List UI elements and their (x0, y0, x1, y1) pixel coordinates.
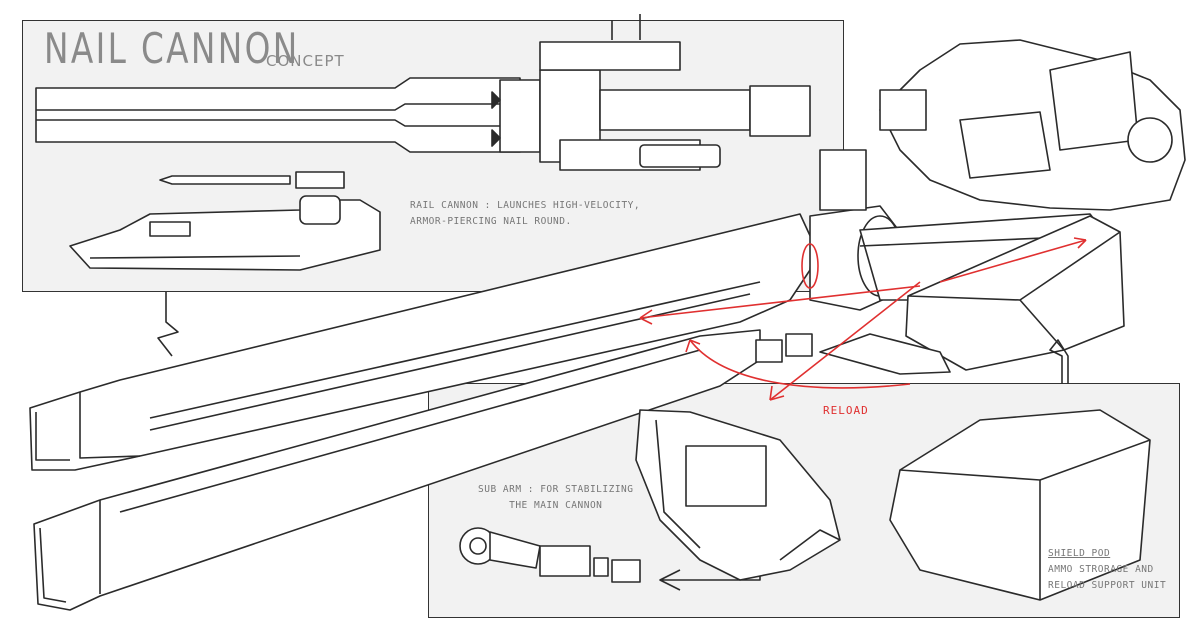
reload-label: RELOAD (823, 404, 869, 417)
rail-cannon-note: RAIL CANNON : LAUNCHES HIGH-VELOCITY, AR… (410, 198, 640, 230)
shield-pod-open (635, 409, 841, 581)
arrow-down-left (157, 292, 179, 357)
shield-pod-note-line-2: RELOAD SUPPORT UNIT (1048, 580, 1167, 591)
rail-note-line-1: RAIL CANNON : LAUNCHES HIGH-VELOCITY, (410, 200, 641, 211)
sub-arm-detail (459, 527, 641, 583)
mech-body (879, 39, 1186, 211)
rail-note-line-2: ARMOR-PIERCING NAIL ROUND. (410, 216, 572, 227)
arrow-up-right (1049, 339, 1069, 384)
sub-arm-note-line-2: THE MAIN CANNON (509, 500, 603, 511)
shield-pod (905, 215, 1125, 371)
shield-pod-note-title: SHIELD POD (1048, 548, 1111, 559)
shield-pod-note-line-1: AMMO STRORAGE AND (1048, 564, 1154, 575)
nail-round (159, 171, 345, 189)
shield-pod-note: SHIELD POD AMMO STRORAGE AND RELOAD SUPP… (1048, 546, 1166, 594)
barrel-plan-view (35, 14, 811, 171)
sub-arm-note-line-1: SUB ARM : FOR STABILIZING (478, 484, 634, 495)
sub-arm-under (755, 333, 951, 375)
sheet-title: NAIL CANNON (44, 24, 300, 73)
sheet-subtitle: CONCEPT (266, 52, 345, 70)
main-barrel-upper (29, 213, 813, 471)
reload-annotations (639, 237, 1087, 401)
sub-arm-note: SUB ARM : FOR STABILIZING THE MAIN CANNO… (478, 482, 634, 514)
shield-pod-closed (889, 409, 1151, 601)
shield-pod-small (69, 195, 381, 271)
